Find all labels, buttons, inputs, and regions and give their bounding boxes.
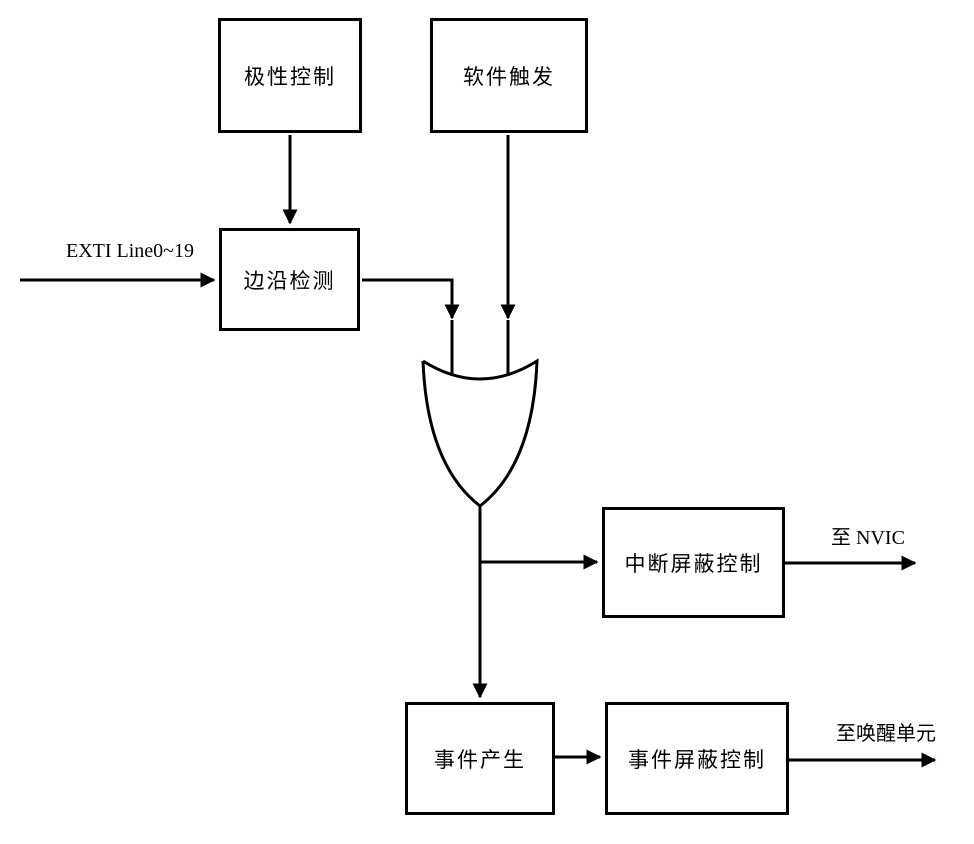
node-event-generate: 事件产生 xyxy=(405,702,555,815)
node-event-mask-control: 事件屏蔽控制 xyxy=(605,702,789,815)
node-interrupt-mask-control: 中断屏蔽控制 xyxy=(602,507,785,618)
node-polarity-control: 极性控制 xyxy=(218,18,362,133)
label-to-wakeup-unit: 至唤醒单元 xyxy=(836,723,936,745)
node-software-trigger: 软件触发 xyxy=(430,18,588,133)
node-event-mask-control-label: 事件屏蔽控制 xyxy=(628,747,766,772)
node-edge-detect-label: 边沿检测 xyxy=(243,268,336,293)
node-interrupt-mask-control-label: 中断屏蔽控制 xyxy=(624,551,763,576)
label-to-nvic: 至 NVIC xyxy=(831,527,905,549)
node-software-trigger-label: 软件触发 xyxy=(463,64,555,89)
node-event-generate-label: 事件产生 xyxy=(434,747,526,772)
connector-edge-to-orgate-arrow xyxy=(362,278,460,320)
node-edge-detect: 边沿检测 xyxy=(219,228,360,331)
label-exti-input-line: EXTI Line0~19 xyxy=(65,240,194,262)
or-gate xyxy=(421,358,539,508)
node-polarity-control-label: 极性控制 xyxy=(244,64,336,89)
